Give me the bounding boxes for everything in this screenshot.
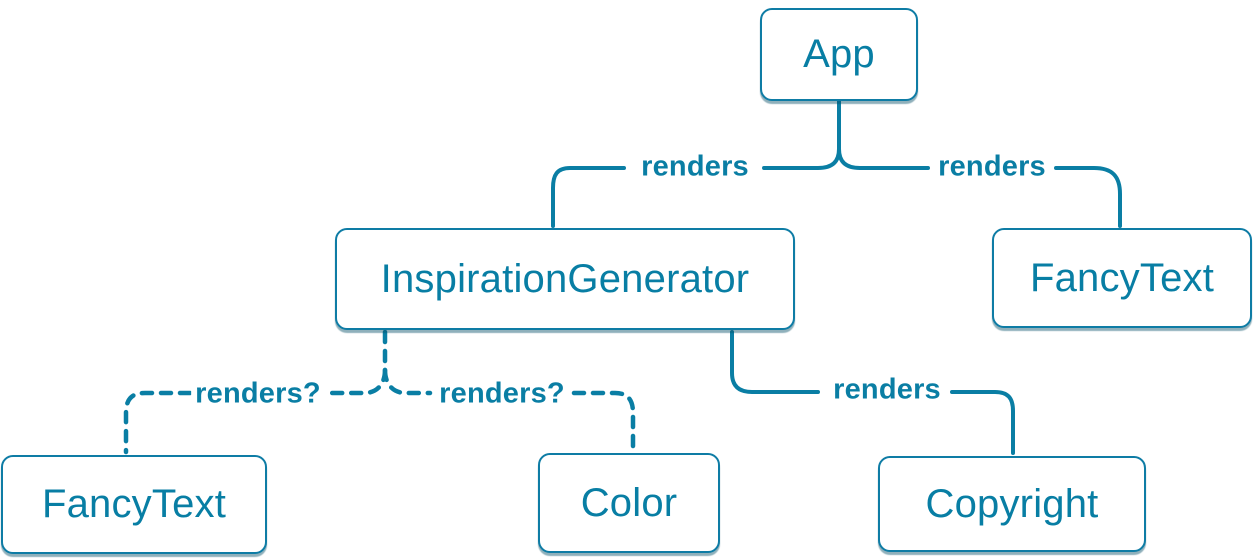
edge-label-ig-renders-color-conditional: renders?: [435, 379, 569, 409]
edge-ig-to-color-dashed-tail: [571, 390, 636, 452]
edge-ig-to-color-dashed: [382, 367, 433, 396]
node-app: App: [760, 8, 918, 101]
node-inspiration-generator: InspirationGenerator: [335, 228, 795, 330]
edge-label-app-renders-fancy-text: renders: [934, 152, 1050, 182]
edge-app-to-fancy-text: [837, 147, 930, 170]
node-copyright: Copyright: [878, 456, 1146, 552]
node-fancy-text-top: FancyText: [992, 228, 1252, 328]
node-copyright-label: Copyright: [925, 481, 1099, 526]
node-inspiration-generator-label: InspirationGenerator: [380, 256, 750, 301]
edge-ig-to-copyright-tail: [950, 390, 1015, 455]
edge-app-to-fancy-text-tail: [1054, 166, 1122, 228]
edge-ig-to-fancy-text-dashed: [329, 367, 388, 396]
node-color: Color: [538, 453, 720, 553]
node-app-label: App: [803, 32, 875, 76]
edge-label-ig-renders-fancy-text-conditional: renders?: [191, 379, 325, 409]
edge-label-ig-renders-copyright: renders: [829, 375, 945, 405]
edge-ig-to-fancy-text-dashed-tail: [123, 390, 193, 455]
node-fancy-text-bottom-label: FancyText: [41, 482, 227, 526]
node-fancy-text-bottom: FancyText: [1, 455, 267, 554]
node-fancy-text-top-label: FancyText: [1029, 255, 1215, 300]
edge-label-app-renders-inspiration-generator: renders: [637, 152, 753, 182]
edge-app-to-inspiration-generator-tail: [551, 166, 626, 228]
edge-app-to-inspiration-generator: [762, 147, 841, 170]
edge-ig-to-copyright: [730, 330, 820, 394]
node-color-label: Color: [580, 480, 678, 525]
